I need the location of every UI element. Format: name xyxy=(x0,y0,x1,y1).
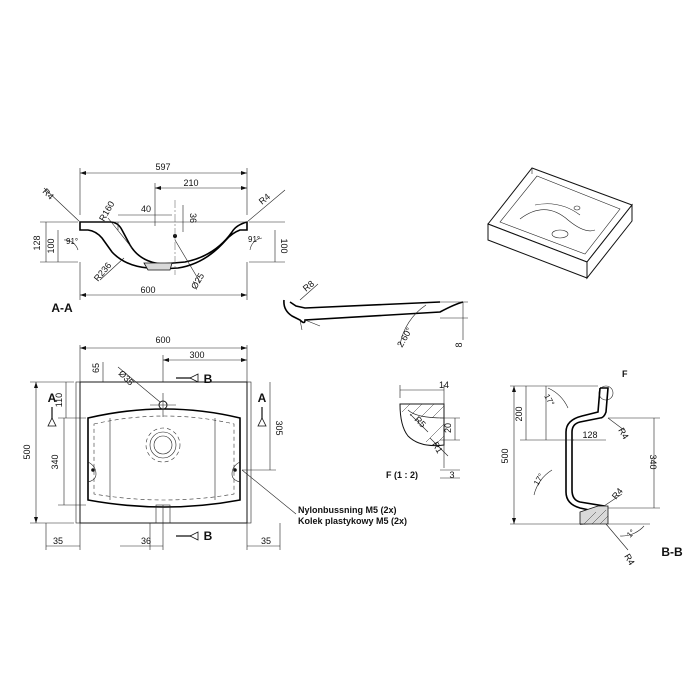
section-bb-label: B-B xyxy=(661,545,683,559)
profile-detail: 8 R8 2.60° xyxy=(283,278,468,349)
radius-r1: R1 xyxy=(430,440,444,455)
dim-300: 300 xyxy=(189,350,204,360)
dim-600-plan: 600 xyxy=(155,335,170,345)
dim-210: 210 xyxy=(183,178,198,188)
dim-40: 40 xyxy=(141,204,151,214)
isometric-view xyxy=(487,167,633,280)
dim-597: 597 xyxy=(155,162,170,172)
dim-340-plan: 340 xyxy=(50,454,60,469)
section-b-marker-top: B xyxy=(204,372,213,386)
dim-128-bb: 128 xyxy=(582,430,597,440)
angle-2-60: 2.60° xyxy=(395,325,414,349)
dim-128: 128 xyxy=(32,235,42,250)
note-nylon-bushing: Nylonbussning M5 (2x) xyxy=(298,505,397,515)
radius-r236: R236 xyxy=(92,260,113,283)
dim-35-right: 35 xyxy=(261,536,271,546)
section-a-marker-left: A xyxy=(48,391,57,405)
detail-f-label: F (1 : 2) xyxy=(386,470,418,480)
dim-500-bb: 500 xyxy=(500,448,510,463)
angle-17-top: 17° xyxy=(542,393,556,408)
radius-r4-bottom: R4 xyxy=(622,552,636,567)
section-aa-label: A-A xyxy=(51,301,73,315)
dim-110: 110 xyxy=(54,393,64,407)
section-aa: 597 210 40 36 128 100 91° 100 xyxy=(32,162,289,315)
dim-8: 8 xyxy=(454,342,464,347)
dim-340-bb: 340 xyxy=(648,454,658,469)
dim-600-aa: 600 xyxy=(140,285,155,295)
detail-f-marker: F xyxy=(622,369,628,379)
angle-1: 1° xyxy=(625,528,637,540)
dim-36: 36 xyxy=(188,213,198,223)
dim-100-right: 100 xyxy=(279,238,289,253)
radius-r4-top: R4 xyxy=(616,426,630,441)
dim-65: 65 xyxy=(91,363,101,373)
dim-36-plan: 36 xyxy=(141,536,151,546)
dim-3: 3 xyxy=(449,470,454,480)
dim-14: 14 xyxy=(439,380,449,390)
plan-view: 600 300 65 Ø35 B B A xyxy=(22,335,407,550)
diameter-25: Ø25 xyxy=(189,271,206,291)
radius-r4-right: R4 xyxy=(257,191,272,206)
section-b-marker-bottom: B xyxy=(204,529,213,543)
section-bb: F 200 500 17° 128 R4 340 xyxy=(500,369,683,567)
angle-91: 91° xyxy=(66,237,78,246)
radius-r8: R8 xyxy=(301,278,316,293)
detail-f: 14 20 R5 R1 3 F (1 : 2) xyxy=(386,380,460,480)
dim-500-plan: 500 xyxy=(22,444,32,459)
radius-r160: R160 xyxy=(97,199,116,223)
angle-91-right: 91° xyxy=(248,235,260,244)
section-a-marker-right: A xyxy=(258,391,267,405)
dim-305: 305 xyxy=(274,420,284,435)
dim-100-left: 100 xyxy=(46,238,56,253)
radius-r4-mid: R4 xyxy=(610,486,625,501)
dim-200: 200 xyxy=(514,406,524,421)
radius-r4-left: R4 xyxy=(41,186,56,201)
dim-20: 20 xyxy=(443,423,453,433)
note-plastic-peg: Kolek plastykowy M5 (2x) xyxy=(298,516,407,526)
angle-17-mid: 17° xyxy=(532,472,546,487)
dim-35-left: 35 xyxy=(53,536,63,546)
